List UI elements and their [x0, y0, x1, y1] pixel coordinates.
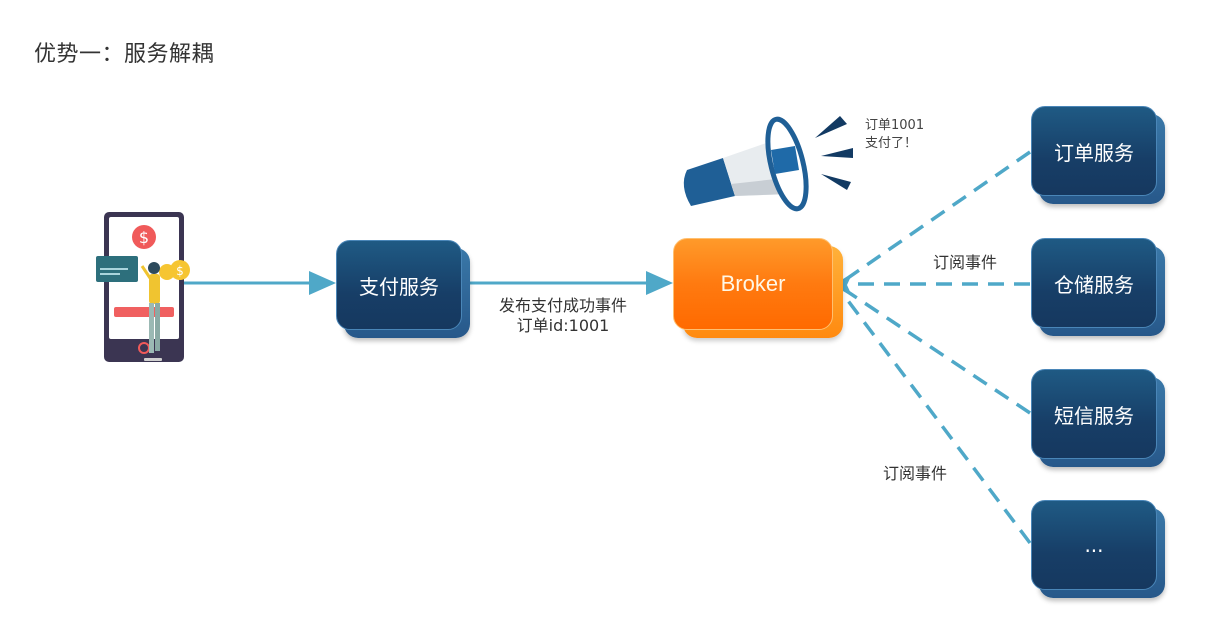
publish-event-label: 发布支付成功事件 订单id:1001 — [478, 296, 648, 336]
broker-node: Broker — [673, 238, 843, 338]
dashed-line-sms — [844, 288, 1031, 415]
more-services-label: ... — [1031, 500, 1157, 590]
svg-text:$: $ — [139, 228, 149, 247]
mobile-payment-illustration: $ $ — [96, 212, 190, 362]
coin-icon — [170, 260, 190, 280]
storage-service-node: 仓储服务 — [1031, 238, 1165, 336]
svg-text:$: $ — [176, 264, 184, 278]
payment-service-node: 支付服务 — [336, 240, 470, 338]
order-service-label: 订单服务 — [1031, 106, 1157, 196]
storage-service-label: 仓储服务 — [1031, 238, 1157, 328]
page-title: 优势一：服务解耦 — [34, 42, 215, 67]
sms-service-node: 短信服务 — [1031, 369, 1165, 467]
publish-event-line2: 订单id:1001 — [516, 316, 610, 335]
pay-button-shape — [114, 307, 174, 317]
megaphone-icon — [683, 116, 853, 213]
announcement-line2: 支付了！ — [865, 136, 918, 151]
payment-service-label: 支付服务 — [336, 240, 462, 330]
dollar-icon — [132, 225, 156, 249]
publish-event-line1: 发布支付成功事件 — [498, 296, 627, 315]
announcement-line1: 订单1001 — [865, 118, 925, 133]
announcement-text: 订单1001 支付了！ — [865, 117, 924, 153]
subscribe-event-label-bottom: 订阅事件 — [883, 464, 948, 483]
dashed-line-order — [844, 150, 1031, 282]
broker-label: Broker — [673, 238, 833, 330]
order-service-node: 订单服务 — [1031, 106, 1165, 204]
sms-service-label: 短信服务 — [1031, 369, 1157, 459]
more-services-node: ... — [1031, 500, 1165, 598]
subscribe-event-label-top: 订阅事件 — [933, 253, 998, 272]
dashed-line-more — [841, 292, 1032, 545]
